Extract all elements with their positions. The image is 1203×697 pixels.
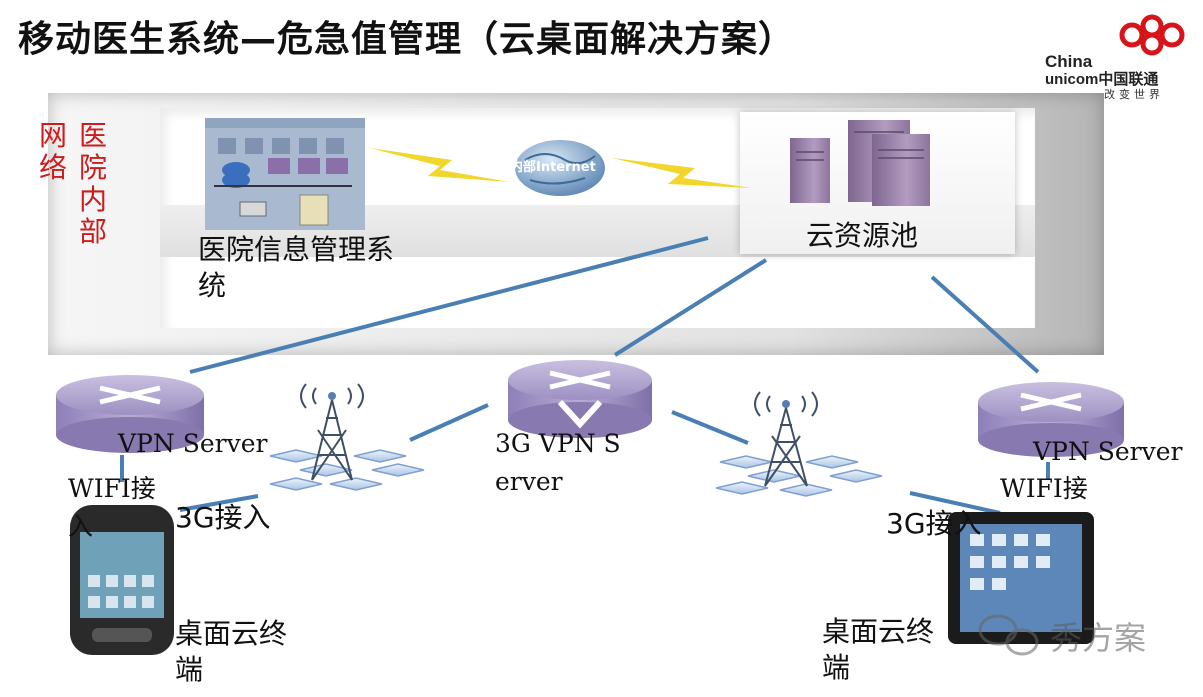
- router-left-icon: [56, 375, 204, 453]
- router-3g-icon: [508, 360, 652, 438]
- wechat-watermark-icon: [978, 614, 1039, 656]
- logo-slogan: 改变世界: [1104, 88, 1164, 101]
- vpn-3g-server-label: 3G VPN Server: [495, 429, 621, 496]
- 3g-access-left-label: 3G接入: [175, 501, 271, 534]
- wifi-access-right-label: WIFI接: [1000, 474, 1088, 503]
- desktop-cloud-terminal-right-label: 桌面云终端: [822, 615, 935, 684]
- 3g-access-right-label: 3G接入: [886, 507, 982, 540]
- cell-tower-right-icon: [715, 391, 883, 497]
- lightning-right-icon: [612, 158, 752, 188]
- hospital-internal-label: 医院内部: [78, 119, 107, 248]
- link-cloud-to-right-vpn: [930, 275, 1040, 374]
- logo-text-unicom: unicom中国联通: [1045, 71, 1159, 88]
- cell-tower-left-icon: [269, 383, 425, 491]
- link-tower-left-to-3g-left: [179, 494, 259, 512]
- link-tower-left-to-3g-vpn: [409, 403, 489, 442]
- cloud-server-icon: [790, 120, 930, 206]
- tablet-right-icon: [948, 512, 1094, 644]
- router-right-icon: [978, 382, 1124, 457]
- network-label: 网络: [38, 119, 67, 184]
- hospital-building-icon: [205, 118, 365, 230]
- link-3g-vpn-to-tower-right: [671, 410, 749, 445]
- cloud-pool-label: 云资源池: [806, 219, 919, 252]
- link-cloud-to-left-vpn: [189, 236, 709, 374]
- smartphone-left-icon: [70, 505, 174, 655]
- link-tower-right-to-3g-right: [909, 491, 1001, 515]
- his-label: 医院信息管理系统: [198, 233, 395, 302]
- vpn-server-right-label: VPN Server: [1033, 437, 1183, 466]
- desktop-cloud-terminal-left-label: 桌面云终端: [175, 617, 288, 686]
- page-title: 移动医生系统—危急值管理（云桌面解决方案）: [18, 19, 796, 60]
- vpn-server-left-label: VPN Server: [118, 429, 268, 458]
- lightning-left-icon: [370, 148, 510, 182]
- logo-text-china: China: [1045, 52, 1093, 71]
- watermark-text: 秀方案: [1050, 619, 1147, 657]
- internet-globe-icon: [515, 140, 605, 196]
- internet-label: 内部Internet: [510, 160, 596, 175]
- china-unicom-logo: [1119, 14, 1185, 56]
- link-cloud-to-3g-vpn: [613, 258, 768, 357]
- wifi-access-left-label: WIFI接入: [68, 474, 156, 541]
- network-links: [120, 236, 1050, 515]
